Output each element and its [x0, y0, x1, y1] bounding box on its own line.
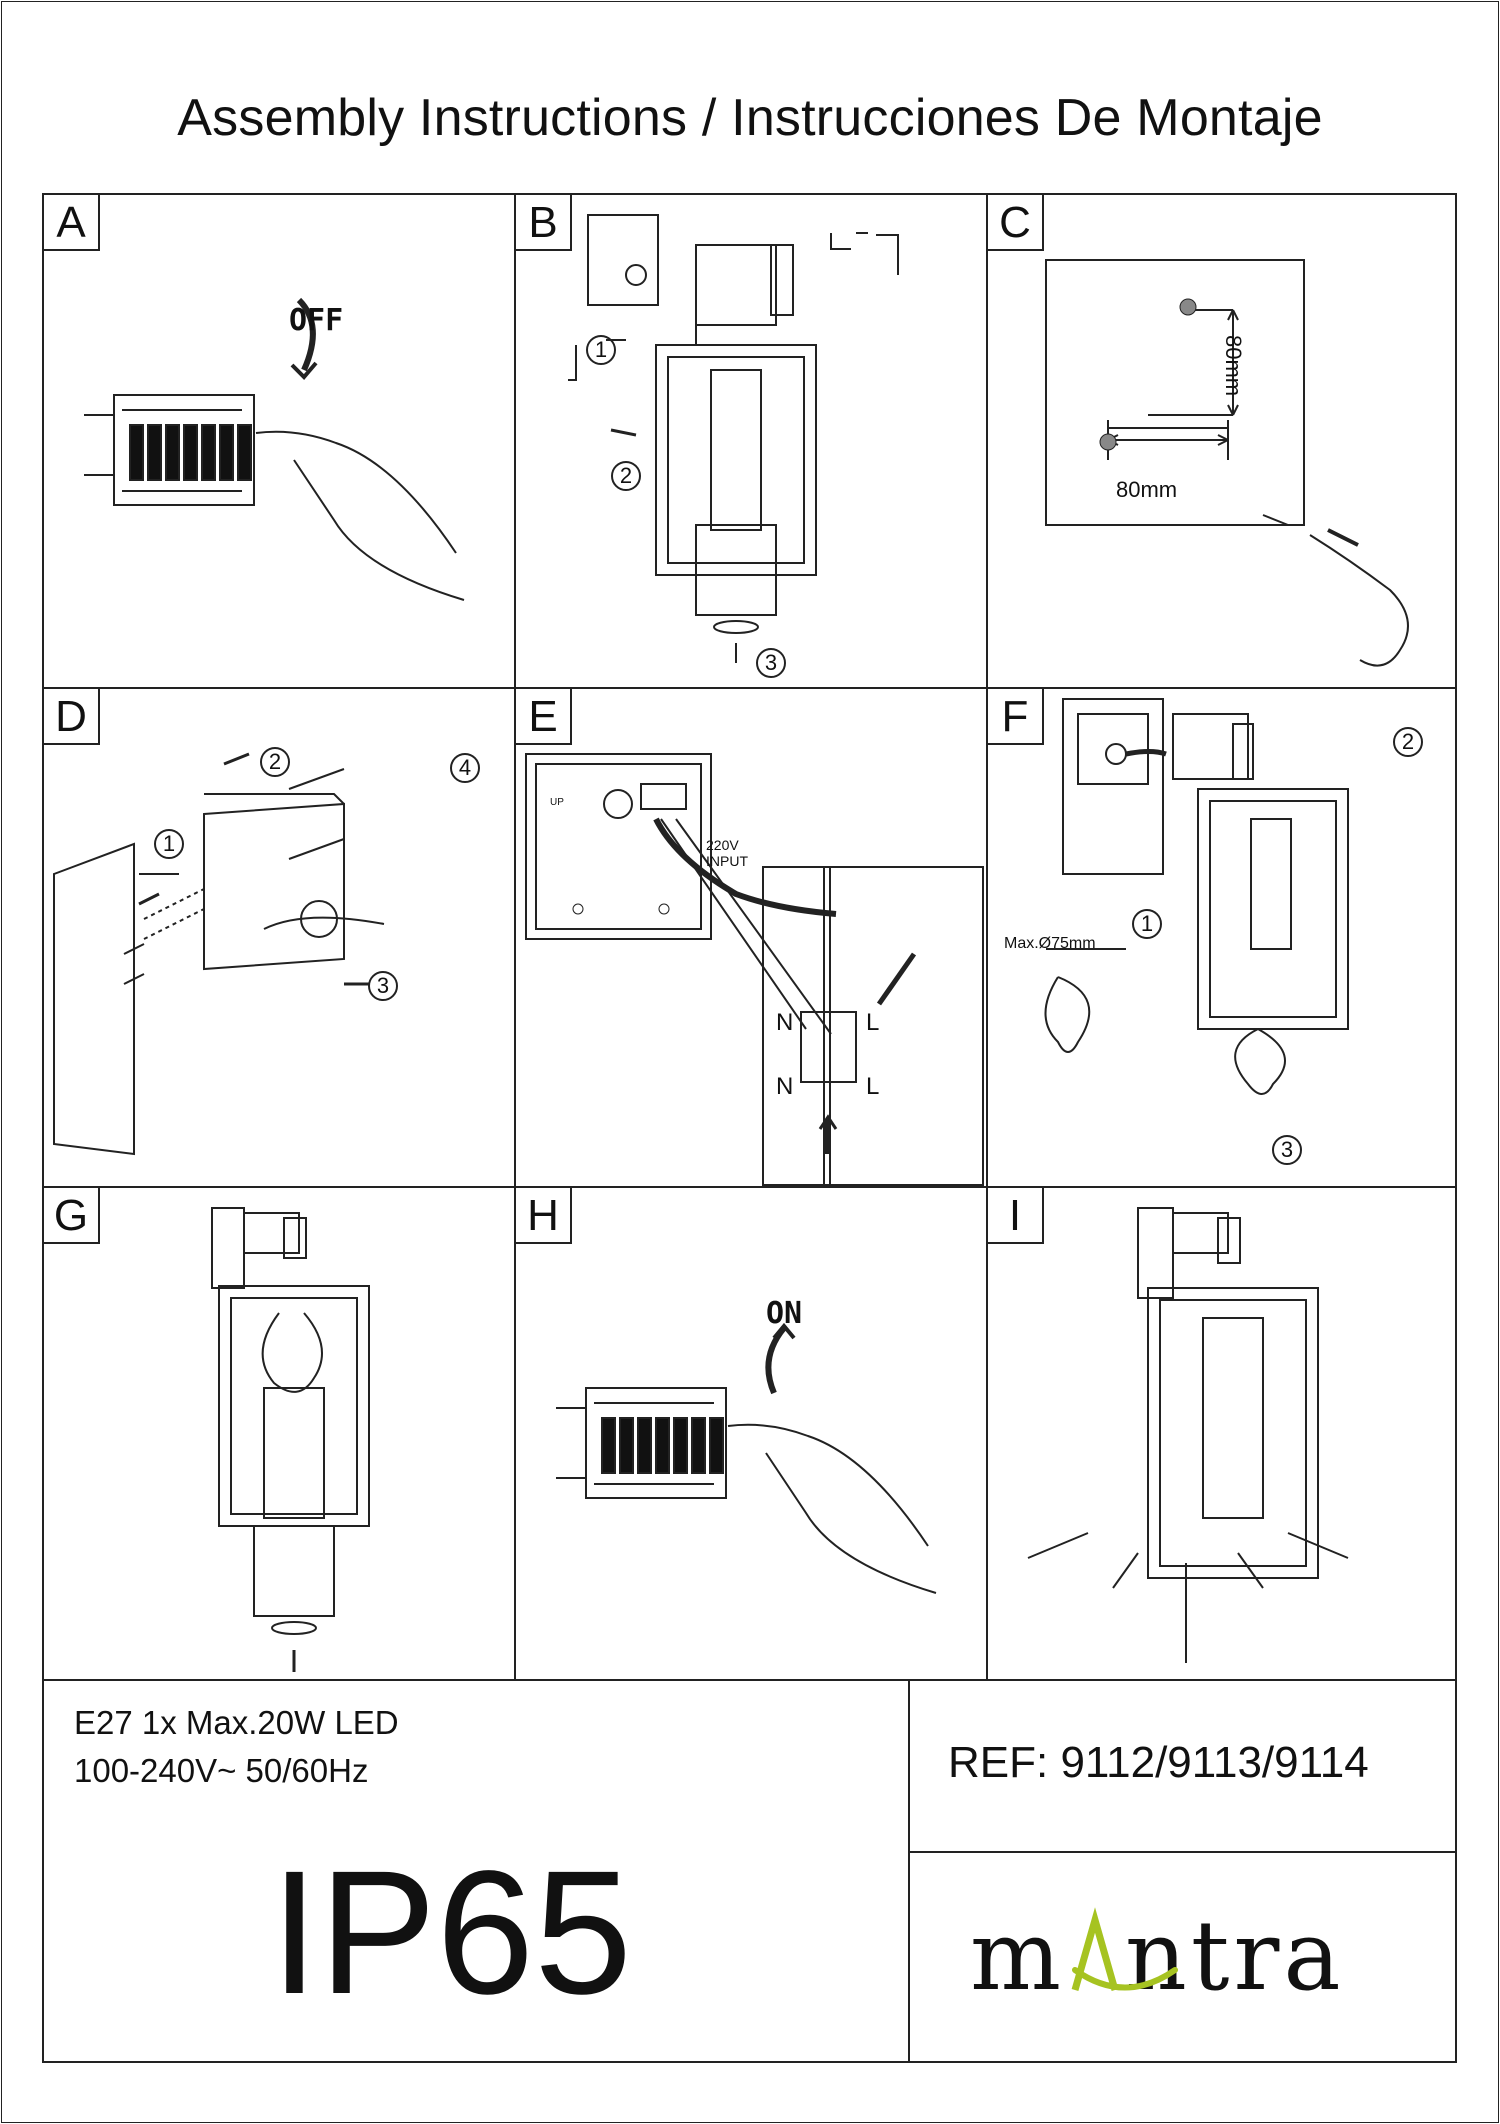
- callout-3: 3: [756, 648, 786, 678]
- input-label: INPUT: [706, 853, 748, 869]
- instruction-grid: OFF A 1 2 3: [42, 193, 1457, 1681]
- brand-name-left: m: [970, 1900, 1066, 2012]
- step-a-panel: OFF A: [44, 195, 514, 687]
- breaker-on-illustration: [556, 1322, 937, 1594]
- step-letter: B: [516, 195, 572, 251]
- step-h-panel: ON H: [516, 1188, 986, 1681]
- live-label-top: L: [866, 1009, 880, 1036]
- breaker-off-illustration: [84, 297, 465, 601]
- fixture-assembly-illustration: [1044, 698, 1349, 1095]
- step-f-panel: Max.Ø75mm 1 2 3 F: [988, 689, 1457, 1186]
- grid-divider: [44, 1186, 1457, 1188]
- grid-divider: [986, 195, 988, 1681]
- spec-section: [42, 1681, 1457, 2063]
- horizontal-dimension: 80mm: [1116, 477, 1178, 502]
- brand-name-right: ntra: [1125, 1900, 1345, 2012]
- neutral-label-top: N: [776, 1009, 794, 1036]
- live-label-bottom: L: [866, 1073, 880, 1100]
- grid-divider: [514, 195, 516, 1681]
- step-letter: A: [44, 195, 100, 251]
- callout-1: 1: [1132, 909, 1162, 939]
- step-letter: F: [988, 689, 1044, 745]
- lit-fixture-illustration: [1027, 1207, 1349, 1663]
- step-letter: C: [988, 195, 1044, 251]
- callout-1: 1: [586, 335, 616, 365]
- bulb-spec: E27 1x Max.20W LED: [74, 1704, 399, 1741]
- callout-1: 1: [154, 829, 184, 859]
- callout-2: 2: [260, 747, 290, 777]
- wiring-illustration: [525, 753, 984, 1186]
- step-g-panel: G: [44, 1188, 514, 1681]
- step-letter: G: [44, 1188, 100, 1244]
- reference-number: REF: 9112/9113/9114: [948, 1738, 1369, 1787]
- up-label: UP: [550, 797, 564, 808]
- step-c-panel: 80mm 80mm C: [988, 195, 1457, 687]
- grid-divider: [44, 687, 1457, 689]
- off-label: OFF: [289, 303, 344, 338]
- callout-2: 2: [611, 461, 641, 491]
- step-letter: E: [516, 689, 572, 745]
- callout-2: 2: [1393, 727, 1423, 757]
- step-letter: H: [516, 1188, 572, 1244]
- callout-4: 4: [450, 753, 480, 783]
- brand-smile-icon: [1072, 1967, 1178, 1991]
- fixture-disassembly-illustration: [568, 214, 899, 663]
- on-label: ON: [766, 1296, 803, 1331]
- max-bulb-diameter: Max.Ø75mm: [1004, 935, 1096, 952]
- drilling-template-illustration: [1045, 259, 1409, 667]
- step-i-panel: I: [988, 1188, 1457, 1681]
- step-letter: D: [44, 689, 100, 745]
- step-b-panel: 1 2 3 B: [516, 195, 986, 687]
- spec-divider: [908, 1851, 1457, 1853]
- callout-3: 3: [368, 971, 398, 1001]
- step-e-panel: 220V INPUT UP N L N L E: [516, 689, 986, 1186]
- diffuser-install-illustration: [211, 1207, 370, 1672]
- spec-divider: [908, 1681, 910, 2061]
- callout-3: 3: [1272, 1135, 1302, 1165]
- voltage-spec: 100-240V~ 50/60Hz: [74, 1752, 369, 1789]
- step-d-panel: 1 2 3 4 D: [44, 689, 514, 1186]
- vertical-dimension: 80mm: [1221, 335, 1246, 397]
- wall-mounting-illustration: [53, 752, 385, 1156]
- step-letter: I: [988, 1188, 1044, 1244]
- neutral-label-bottom: N: [776, 1073, 794, 1100]
- brand-accent-mark: [1071, 1907, 1119, 1991]
- input-voltage-label: 220V: [706, 837, 739, 853]
- ip-rating: IP65: [270, 1835, 633, 2031]
- page-title: Assembly Instructions / Instrucciones De…: [177, 89, 1323, 147]
